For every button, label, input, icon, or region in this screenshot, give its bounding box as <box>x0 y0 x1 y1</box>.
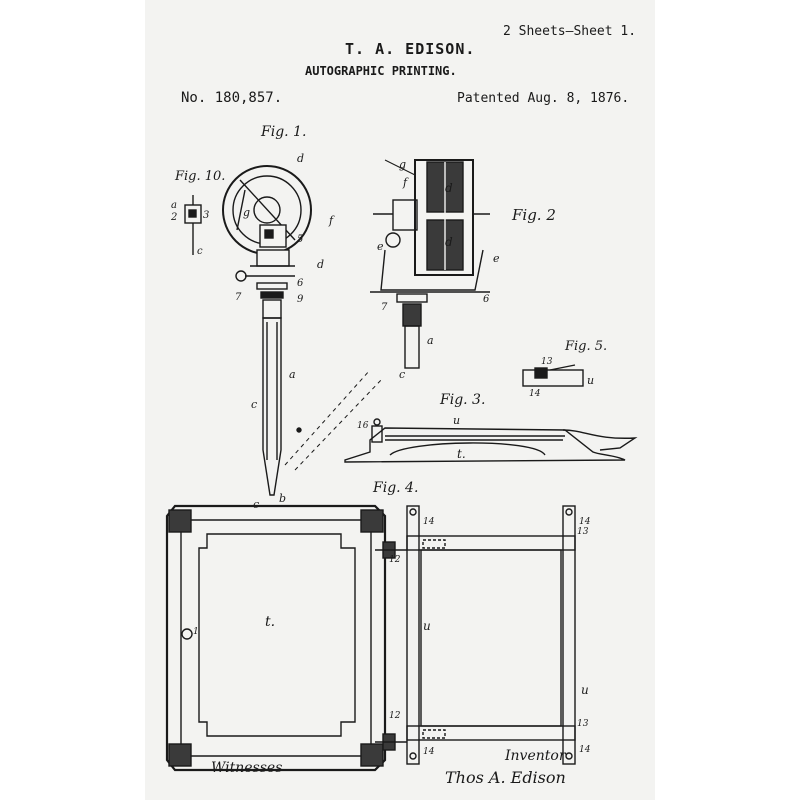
fig2-label: Fig. 2 <box>511 206 556 224</box>
fig10-part-drawing <box>184 195 202 255</box>
ref-t: t. <box>457 447 466 461</box>
ref-14: 14 <box>529 389 541 399</box>
fig1-pen-drawing <box>222 165 384 496</box>
ref-14: 14 <box>579 517 591 527</box>
patent-title: AUTOGRAPHIC PRINTING. <box>305 64 457 78</box>
ref-6: 6 <box>297 278 304 289</box>
inventor-label: Inventor <box>505 748 566 764</box>
ref-13: 13 <box>577 527 589 537</box>
patent-sheet: 2 Sheets—Sheet 1. T. A. EDISON. AUTOGRAP… <box>145 0 655 800</box>
ref-c: c <box>399 368 405 381</box>
ref-5: 5 <box>297 234 303 245</box>
ref-12: 12 <box>389 711 401 721</box>
ref-u: u <box>423 619 431 633</box>
ref-13: 13 <box>577 719 589 729</box>
ref-d: d <box>297 152 304 165</box>
fig2-side-drawing <box>370 159 490 369</box>
ref-1: 1 <box>193 627 199 637</box>
ref-a: a <box>171 200 177 211</box>
ref-9: 9 <box>297 294 304 305</box>
fig4-label: Fig. 4. <box>372 480 418 496</box>
ref-14: 14 <box>423 747 435 757</box>
ref-b: b <box>279 492 286 505</box>
ref-g: g <box>399 158 406 171</box>
ref-g: g <box>243 206 250 219</box>
ref-2: 2 <box>170 212 177 223</box>
fig5-label: Fig. 5. <box>564 339 607 354</box>
ref-12: 12 <box>389 555 401 565</box>
fig4-frame-drawing <box>165 504 576 772</box>
ref-f: f <box>328 214 335 227</box>
ref-13: 13 <box>541 357 553 367</box>
ref-6: 6 <box>483 294 490 305</box>
ref-t: t. <box>265 614 275 630</box>
inventor-signature: Thos A. Edison <box>445 768 566 787</box>
patent-date: Patented Aug. 8, 1876. <box>457 91 630 106</box>
ref-7: 7 <box>381 302 388 313</box>
ref-e: e <box>493 252 500 265</box>
patent-number: No. 180,857. <box>181 90 283 106</box>
fig5-detail-drawing <box>522 364 584 387</box>
ref-7: 7 <box>235 292 242 303</box>
ref-c: c <box>253 498 259 511</box>
sheet-count: 2 Sheets—Sheet 1. <box>503 24 637 39</box>
ref-u: u <box>453 414 460 427</box>
ref-a: a <box>427 334 434 347</box>
ref-d: d <box>445 181 453 195</box>
ref-3: 3 <box>203 210 209 221</box>
ref-e: e <box>377 240 384 253</box>
ref-u: u <box>581 683 589 697</box>
ref-d: d <box>317 258 324 271</box>
ref-14: 14 <box>579 745 591 755</box>
fig3-label: Fig. 3. <box>439 392 485 408</box>
ref-c: c <box>251 398 257 411</box>
fig10-label: Fig. 10. <box>174 169 225 184</box>
witnesses-label: Witnesses <box>211 760 283 776</box>
ref-14: 14 <box>423 517 435 527</box>
ref-16: 16 <box>357 421 369 431</box>
ref-f: f <box>402 176 409 189</box>
ref-u: u <box>587 374 594 387</box>
fig3-pad-drawing <box>344 418 638 463</box>
ref-c: c <box>197 246 203 257</box>
inventor-heading: T. A. EDISON. <box>345 40 476 58</box>
patent-drawing: Fig. 1. Fig. 10. Fig. 2 Fig. 3. Fig. 4. … <box>165 124 638 772</box>
ref-a: a <box>289 368 296 381</box>
ref-d: d <box>445 235 453 249</box>
fig1-label: Fig. 1. <box>260 124 306 140</box>
